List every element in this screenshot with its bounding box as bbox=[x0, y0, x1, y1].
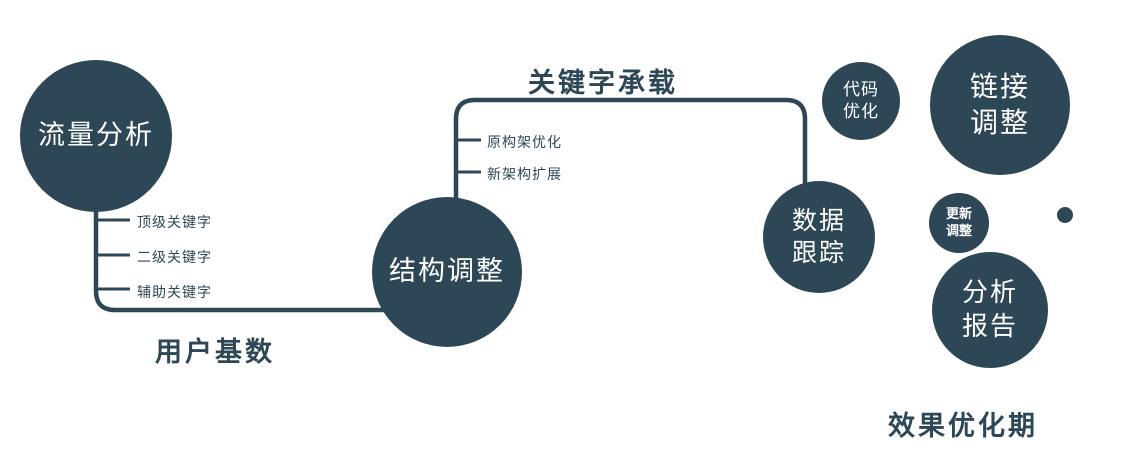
node-traffic-analysis: 流量分析 bbox=[20, 60, 172, 212]
node-link-adjustment: 链接 调整 bbox=[930, 35, 1070, 175]
node-data-tracking-line2: 跟踪 bbox=[791, 239, 846, 267]
node-analysis-report-line2: 报告 bbox=[961, 311, 1018, 341]
node-code-optimization: 代码 优化 bbox=[822, 62, 900, 140]
node-update-adjustment-line2: 调整 bbox=[945, 223, 972, 238]
node-analysis-report-line1: 分析 bbox=[961, 277, 1018, 308]
edge-label-user-base: 用户基数 bbox=[155, 337, 275, 367]
node-structure-adjustment-label: 结构调整 bbox=[389, 256, 505, 287]
node-code-optimization-line1: 代码 bbox=[843, 79, 879, 99]
branch-label-secondary-keywords: 二级关键字 bbox=[137, 249, 212, 265]
node-update-adjustment-line1: 更新 bbox=[945, 206, 972, 222]
edge-label-effect-optimization-period: 效果优化期 bbox=[888, 411, 1038, 441]
node-data-tracking-line1: 数据 bbox=[791, 206, 846, 235]
node-traffic-analysis-label: 流量分析 bbox=[38, 120, 154, 151]
bullet-dot bbox=[1057, 207, 1073, 223]
branch-label-new-architecture-expansion: 新架构扩展 bbox=[487, 166, 562, 182]
node-link-adjustment-line2: 调整 bbox=[969, 107, 1030, 138]
branch-label-top-keywords: 顶级关键字 bbox=[137, 214, 212, 230]
branch-label-auxiliary-keywords: 辅助关键字 bbox=[137, 284, 212, 300]
node-code-optimization-line2: 优化 bbox=[843, 102, 879, 121]
node-structure-adjustment: 结构调整 bbox=[372, 197, 522, 347]
connector-structure-to-data-tracking bbox=[453, 97, 808, 205]
node-data-tracking: 数据 跟踪 bbox=[763, 181, 875, 293]
node-update-adjustment: 更新 调整 bbox=[929, 193, 989, 253]
node-analysis-report: 分析 报告 bbox=[932, 252, 1048, 368]
node-link-adjustment-line1: 链接 bbox=[969, 70, 1030, 102]
branch-label-original-architecture-optimization: 原构架优化 bbox=[487, 134, 562, 150]
edge-label-keyword-carry: 关键字承载 bbox=[528, 68, 678, 98]
